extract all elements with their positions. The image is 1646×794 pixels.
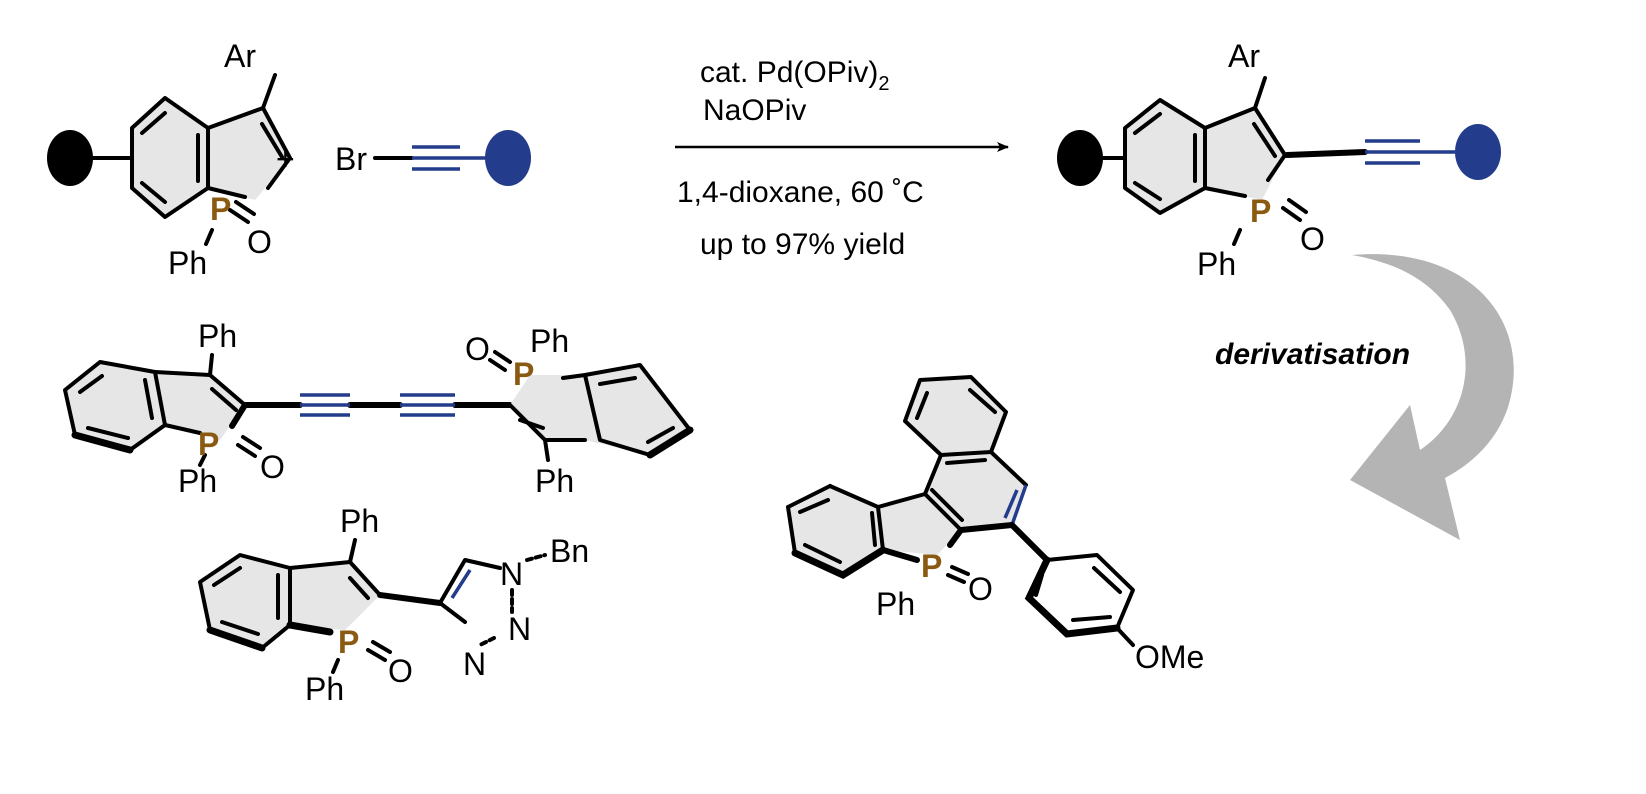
yield-text: up to 97% yield [700, 228, 905, 261]
bromine-label: Br [335, 141, 367, 177]
diyne-dimer: Ph P O Ph O P Ph Ph [63, 318, 694, 499]
triazole-n3-label: N [463, 646, 486, 682]
triazole-benzophosphole: Ph P O Ph N Bn N N [198, 503, 589, 707]
reactant-benzophosphole-oxide: Ar P O Ph [47, 38, 292, 281]
plus-sign: + [276, 141, 295, 177]
phosphorus-label: P [921, 548, 942, 584]
substituent-black-dot [47, 130, 93, 186]
phenyl-label-top-right: Ph [530, 323, 569, 359]
phenyl-label-top-left: Ph [198, 318, 237, 354]
phenyl-label-bottom-right: Ph [535, 463, 574, 499]
phenyl-label-bottom-left: Ph [178, 463, 217, 499]
oxygen-label: O [1300, 221, 1325, 257]
product-alkynyl-benzophosphole: Ar P O Ph [1057, 38, 1501, 282]
derivatisation-arrow [1350, 254, 1514, 540]
phosphorus-label-left: P [198, 426, 219, 462]
oxygen-label: O [247, 224, 272, 260]
triazole-n1-label: N [500, 556, 523, 592]
phenyl-label: Ph [1197, 246, 1236, 282]
phosphorus-label: P [1250, 193, 1271, 229]
phenyl-label: Ph [168, 245, 207, 281]
reaction-arrow: cat. Pd(OPiv)2 NaOPiv 1,4-dioxane, 60 ˚C… [675, 56, 1009, 261]
phosphorus-label-right: P [513, 356, 534, 392]
phosphorus-label: P [210, 191, 231, 227]
phenyl-label: Ph [876, 586, 915, 622]
phenyl-label-bottom: Ph [305, 671, 344, 707]
benzyl-label: Bn [550, 533, 589, 569]
catalyst-text: cat. Pd(OPiv)2 [700, 56, 890, 95]
bromoalkyne: Br [335, 130, 531, 186]
substituent-blue-dot [1455, 124, 1501, 180]
phosphorus-label: P [338, 624, 359, 660]
fused-phosphole-derivative: P O Ph OMe [786, 375, 1204, 675]
methoxy-label: OMe [1135, 639, 1204, 675]
triazole-n2-label: N [508, 611, 531, 647]
oxygen-label: O [968, 571, 993, 607]
aryl-label: Ar [1228, 38, 1260, 74]
aryl-label: Ar [224, 38, 256, 74]
oxygen-label-right: O [465, 331, 490, 367]
oxygen-label-left: O [260, 449, 285, 485]
phenyl-label-top: Ph [340, 503, 379, 539]
substituent-black-dot [1057, 130, 1103, 186]
oxygen-label: O [388, 653, 413, 689]
derivatisation-label: derivatisation [1215, 338, 1410, 371]
solvent-temperature-text: 1,4-dioxane, 60 ˚C [677, 176, 924, 209]
base-text: NaOPiv [703, 94, 806, 127]
substituent-blue-dot [485, 130, 531, 186]
